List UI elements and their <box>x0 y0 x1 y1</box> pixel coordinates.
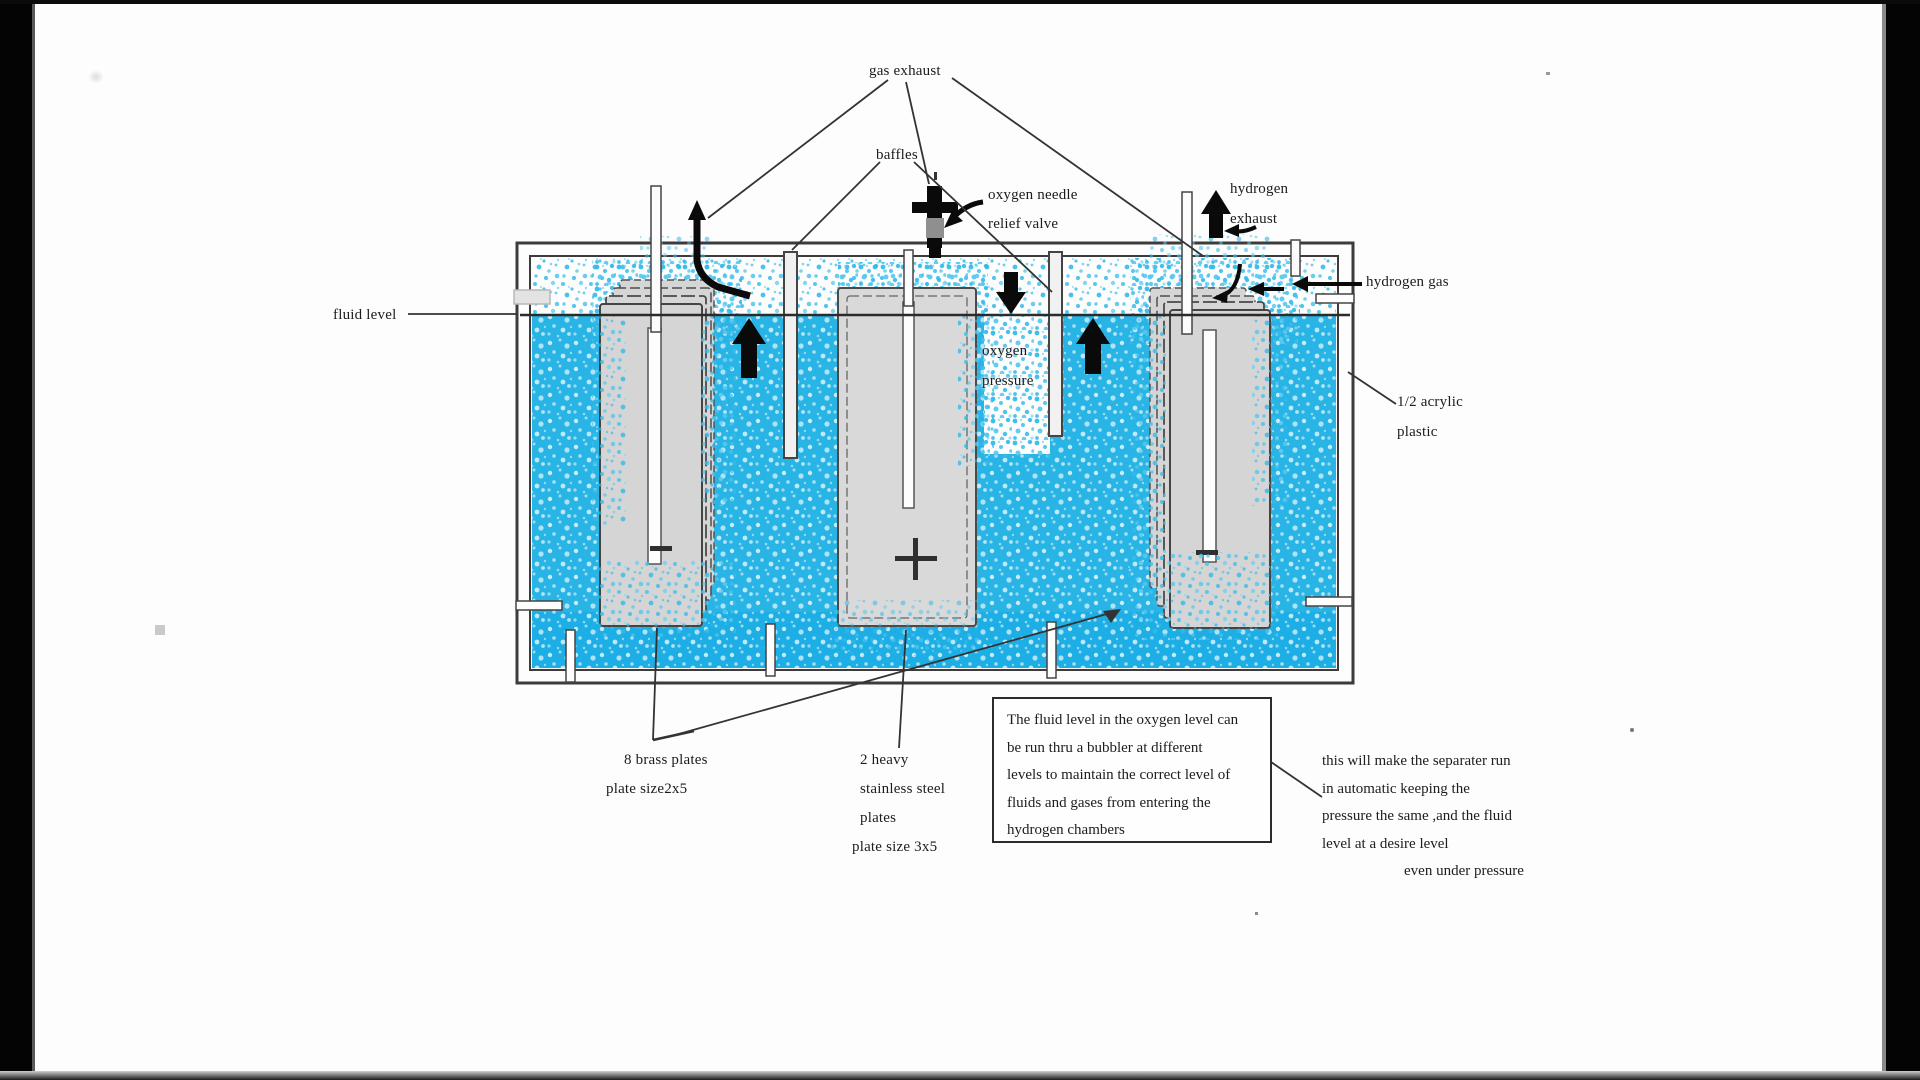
hydrogen-gas-nipple <box>1315 293 1355 304</box>
oxygen-needle-valve-label: oxygen needle relief valve <box>988 187 1078 232</box>
hydrogen-exhaust-tube <box>1181 191 1193 335</box>
terminal-cross-mark <box>895 538 937 580</box>
hydrogen-gas-arrow-short-head <box>1248 282 1264 296</box>
scan-dot-3 <box>1255 912 1258 915</box>
oxygen-pressure-down-arrow <box>996 272 1026 314</box>
flow-arrows <box>688 190 1362 378</box>
leader-lines <box>408 77 1397 798</box>
left-wall-fitting-lower <box>515 600 563 611</box>
valve-pointer-arrow-head <box>944 211 963 228</box>
gas-exhaust-leader-left <box>707 79 889 219</box>
scan-speck <box>155 625 165 635</box>
stainless-plate-stack-center <box>837 287 977 627</box>
brass-plate-stack-left <box>599 279 715 627</box>
electrode-rod-center <box>903 249 914 307</box>
up-flow-arrow-mid <box>1076 318 1110 374</box>
scan-dot-1 <box>1630 728 1634 732</box>
baffles-label: baffles <box>876 147 918 163</box>
baffle-left <box>783 251 798 459</box>
oxygen-needle-relief-valve <box>912 172 958 258</box>
gas-exhaust-leader-center <box>905 81 930 185</box>
scan-dot-2 <box>1546 72 1550 75</box>
fluid-level-label: fluid level <box>333 307 397 323</box>
steel-plates-leader <box>898 629 907 749</box>
hydrogen-gas-arrow-long-head <box>1292 276 1308 292</box>
electrode-rod-left <box>650 185 662 333</box>
baffles-leader-right <box>913 161 1053 293</box>
terminal-mark-left <box>650 546 672 551</box>
hydrogen-gas-label: hydrogen gas <box>1366 274 1449 290</box>
hydrogen-curl-arrow-head <box>1212 290 1228 303</box>
long-leader-arrow-head <box>1103 609 1121 623</box>
acrylic-plastic-label: 1/2 acrylic plastic <box>1397 394 1463 440</box>
brass-plates-label: 8 brass plates plate size2x5 <box>606 752 708 797</box>
bubble-spray-overlays <box>592 316 1288 656</box>
automatic-operation-note: this will make the separater run in auto… <box>1322 753 1524 879</box>
acrylic-leader <box>1347 371 1397 405</box>
brass-plates-long-leader <box>667 611 1115 738</box>
baffle-right <box>1048 251 1063 437</box>
left-wall-fitting-upper <box>513 289 551 305</box>
right-wall-fitting-lower <box>1305 596 1353 607</box>
up-flow-arrow-left <box>732 318 766 378</box>
brass-plates-leader <box>652 627 658 741</box>
baffles-leader-left <box>791 161 881 251</box>
bottom-posts <box>565 621 1057 683</box>
letterbox-bar-left <box>0 0 35 1080</box>
oxygen-pressure-label: oxygen pressure <box>982 343 1034 389</box>
left-exhaust-bent-arrow-head <box>688 200 706 220</box>
vent-rod-right <box>1290 239 1301 277</box>
brass-plate-stack-right <box>1149 287 1271 629</box>
gas-exhaust-leader-right <box>951 77 1204 257</box>
letterbox-bar-right <box>1882 0 1920 1080</box>
hydrogen-exhaust-up-arrow <box>1201 190 1231 238</box>
left-exhaust-bent-arrow <box>693 216 751 300</box>
steel-plates-label: 2 heavy stainless steel plates plate siz… <box>852 752 946 855</box>
note-link-line <box>1270 761 1323 798</box>
exhaust-pointer-arrow-head <box>1224 224 1239 237</box>
gas-exhaust-label: gas exhaust <box>869 63 941 79</box>
letterbox-edge-top <box>0 0 1920 4</box>
letterbox-edge-bottom <box>0 1071 1920 1080</box>
bubbler-note-box: The fluid level in the oxygen level can … <box>992 697 1272 843</box>
scan-smudge <box>88 70 104 84</box>
hydrogen-exhaust-label: hydrogen exhaust <box>1230 181 1289 227</box>
